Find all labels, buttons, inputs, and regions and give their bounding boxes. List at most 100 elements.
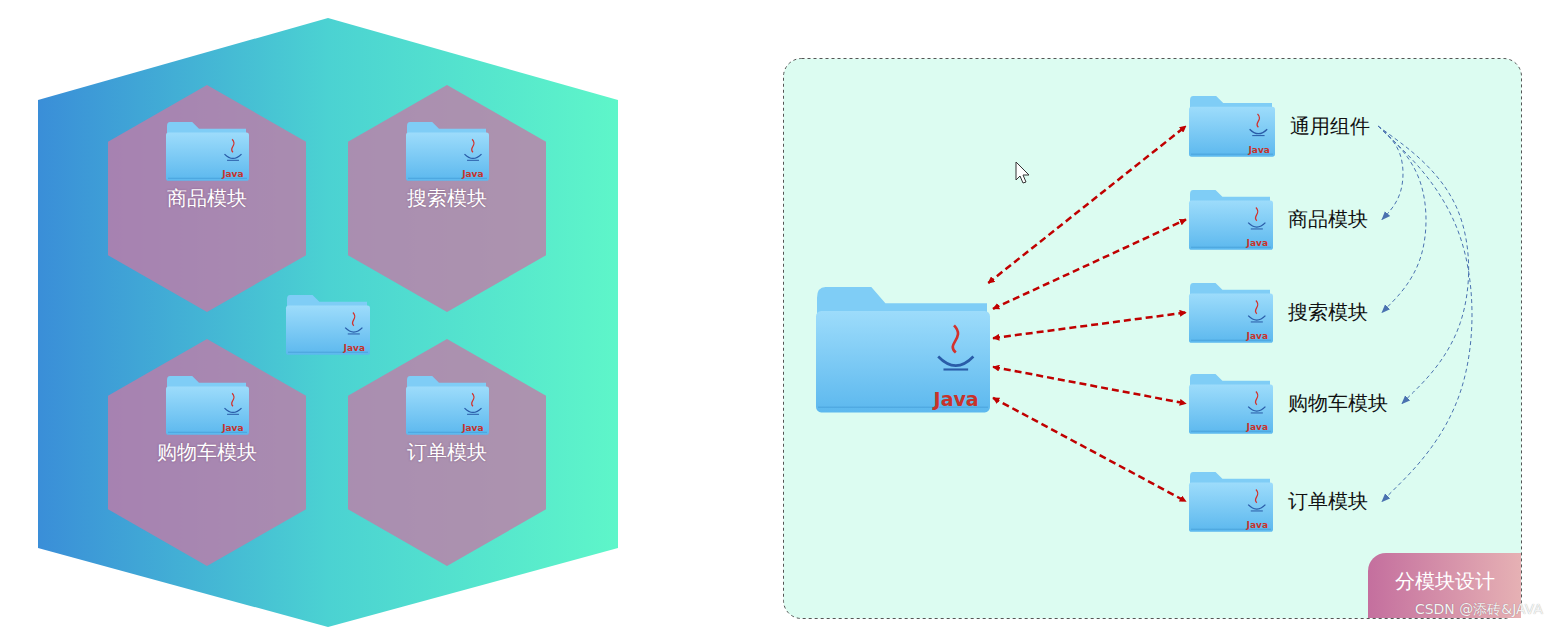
- java-cup: [464, 154, 481, 158]
- java-steam: [352, 313, 355, 326]
- container-hexagon: [38, 18, 618, 627]
- folder-body: [406, 386, 489, 434]
- module-label: 订单模块: [1288, 488, 1368, 515]
- java-cup: [345, 328, 362, 332]
- folder-icon: Java: [1188, 470, 1274, 533]
- java-steam: [231, 393, 234, 406]
- hexagon-fill: [108, 85, 306, 312]
- java-steam: [1255, 208, 1258, 221]
- folder-icon: Java: [285, 293, 371, 356]
- module-label: 通用组件: [1290, 113, 1370, 140]
- module-folder: Java: [815, 285, 991, 415]
- module-hexagon: Java 商品模块: [108, 85, 306, 312]
- module-label: 商品模块: [108, 185, 306, 212]
- java-saucer: [1251, 510, 1263, 511]
- mouse-cursor: [1016, 162, 1029, 183]
- java-steam: [471, 139, 474, 152]
- module-folder: Java 通用组件: [1188, 94, 1370, 158]
- folder-icon: Java: [1188, 372, 1274, 435]
- module-arrow: [988, 126, 1186, 283]
- folder-body: [406, 132, 489, 180]
- java-saucer: [1251, 412, 1263, 413]
- java-logo-text: Java: [934, 390, 979, 409]
- folder-body: [1189, 107, 1275, 157]
- java-saucer: [1251, 228, 1263, 229]
- module-panel: [784, 59, 1522, 619]
- java-cup: [224, 154, 241, 158]
- folder-body: [286, 306, 370, 355]
- java-logo-text: Java: [222, 170, 243, 179]
- hexagon-fill: [348, 85, 546, 312]
- module-folder: Java 订单模块: [1188, 470, 1368, 533]
- module-label: 订单模块: [348, 439, 546, 466]
- module-arrow: [993, 367, 1186, 404]
- folder-icon: Java: [165, 120, 250, 182]
- java-logo-text: Java: [344, 344, 365, 353]
- icon-holder: Java: [405, 120, 490, 182]
- folder-icon: Java: [405, 374, 490, 436]
- folder-icon: Java: [815, 285, 991, 415]
- java-steam: [231, 139, 234, 152]
- java-logo-text: Java: [1247, 239, 1268, 248]
- module-folder: Java 购物车模块: [1188, 372, 1388, 435]
- module-hexagon: Java 订单模块: [348, 339, 546, 566]
- java-logo-text: Java: [1248, 146, 1269, 155]
- folder-body: [166, 386, 249, 434]
- java-logo-text: Java: [222, 424, 243, 433]
- watermark: CSDN @添砖&JAVA: [1415, 601, 1543, 619]
- module-hexagon: Java 购物车模块: [108, 339, 306, 566]
- java-steam: [1255, 392, 1258, 405]
- java-steam: [471, 393, 474, 406]
- module-label: 商品模块: [1288, 206, 1368, 233]
- java-steam: [1255, 301, 1258, 314]
- java-saucer: [1252, 135, 1264, 136]
- dependency-arrow: [1378, 126, 1472, 502]
- java-cup: [224, 408, 241, 412]
- module-label: 搜索模块: [1288, 299, 1368, 326]
- java-steam: [1255, 490, 1258, 503]
- dependency-arrow: [1378, 126, 1403, 220]
- icon-holder: Java: [165, 120, 250, 182]
- module-label: 搜索模块: [348, 185, 546, 212]
- java-logo-text: Java: [462, 170, 483, 179]
- java-steam: [1257, 114, 1260, 127]
- folder-body: [1189, 385, 1273, 434]
- java-logo-text: Java: [1247, 332, 1268, 341]
- java-cup: [938, 357, 973, 366]
- java-cup: [1250, 129, 1268, 133]
- folder-icon: Java: [165, 374, 250, 436]
- java-cup: [1248, 505, 1265, 509]
- folder-icon: Java: [1188, 281, 1274, 344]
- folder-icon: Java: [1188, 188, 1274, 251]
- folder-body: [816, 311, 990, 412]
- folder-body: [166, 132, 249, 180]
- folder-body: [1189, 483, 1273, 532]
- java-saucer: [943, 368, 968, 370]
- java-steam: [953, 325, 958, 352]
- java-saucer: [1251, 321, 1263, 322]
- java-cup: [1248, 223, 1265, 227]
- module-arrow: [993, 220, 1186, 309]
- java-logo-text: Java: [462, 424, 483, 433]
- java-cup: [1248, 407, 1265, 411]
- hexagon-fill: [348, 339, 546, 566]
- folder-body: [1189, 294, 1273, 343]
- java-saucer: [467, 414, 479, 415]
- module-label: 购物车模块: [1288, 390, 1388, 417]
- module-label: 购物车模块: [108, 439, 306, 466]
- java-saucer: [467, 160, 479, 161]
- java-saucer: [348, 333, 360, 334]
- folder-icon: Java: [1188, 94, 1276, 158]
- dependency-arrow: [1378, 126, 1426, 313]
- module-arrow: [993, 398, 1186, 502]
- dependency-arrow: [1378, 126, 1469, 404]
- folder-icon: Java: [405, 120, 490, 182]
- module-folder: Java 搜索模块: [1188, 281, 1368, 344]
- folder-body: [1189, 201, 1273, 250]
- hexagon-fill: [108, 339, 306, 566]
- java-logo-text: Java: [1247, 521, 1268, 530]
- java-cup: [1248, 316, 1265, 320]
- java-saucer: [227, 160, 239, 161]
- java-saucer: [227, 414, 239, 415]
